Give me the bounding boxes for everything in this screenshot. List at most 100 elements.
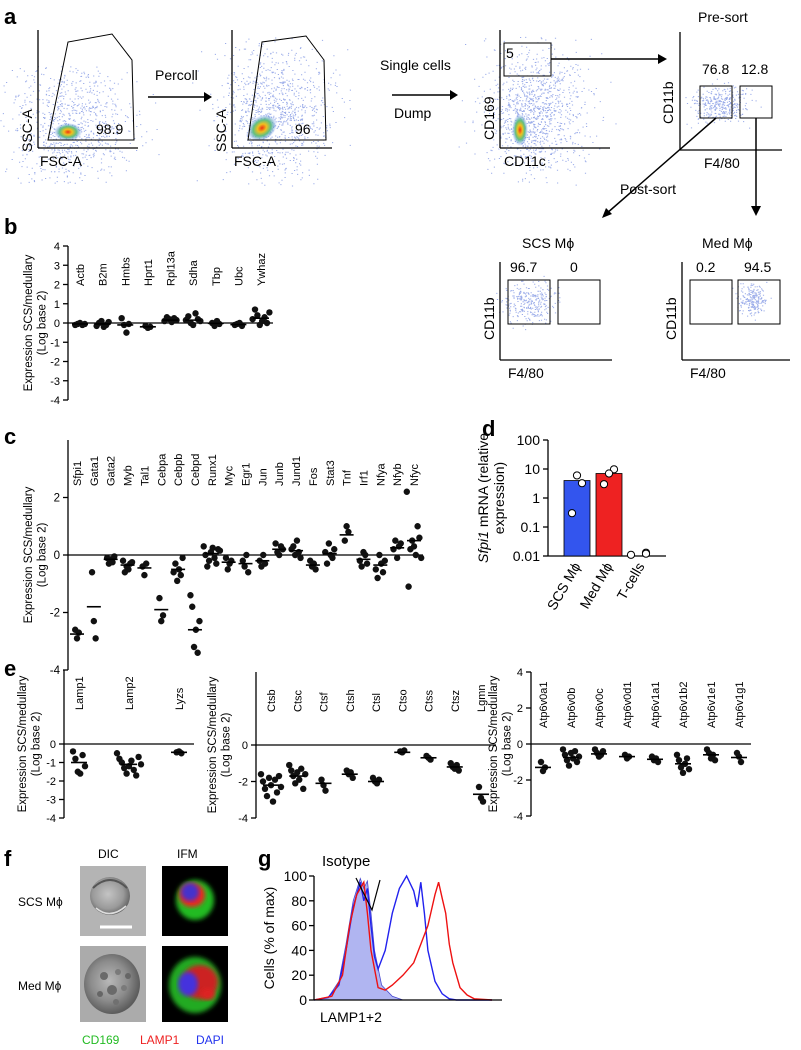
category-label: Gata2 (106, 456, 118, 486)
category-label: Rpl13a (166, 250, 178, 286)
data-point (272, 540, 279, 547)
step-dump: Dump (394, 105, 432, 121)
category-label: Atp6v1b2 (678, 682, 690, 728)
data-point (111, 553, 118, 560)
y-label: CD11b (663, 297, 679, 340)
data-point (626, 550, 636, 559)
data-point (197, 317, 204, 325)
gate-value-right: 12.8 (741, 61, 768, 77)
step-post-sort: Post-sort (620, 181, 676, 197)
data-point (559, 746, 567, 753)
data-point (323, 560, 331, 567)
data-point (567, 509, 577, 518)
y-tick-label: 1 (532, 490, 540, 506)
density-core (247, 114, 277, 142)
category-label: Atp6v0c (594, 688, 606, 728)
y-tick-label: 2 (54, 280, 60, 292)
x-label: F4/80 (508, 365, 544, 381)
data-point (260, 551, 267, 559)
category-label: Sfpi1 (72, 461, 84, 486)
y-label: SSC-A (213, 109, 229, 152)
x-label: FSC-A (234, 153, 277, 169)
data-point (128, 757, 135, 764)
microscopy-panel-f: DIC IFM SCS Mϕ Med Mϕ (18, 847, 228, 1047)
data-point (312, 566, 319, 573)
data-point (204, 563, 211, 570)
data-point (362, 551, 369, 559)
data-point (130, 766, 137, 774)
data-point (414, 523, 421, 530)
data-point (202, 551, 209, 559)
data-point (266, 309, 273, 316)
category-label: Ctso (397, 689, 409, 712)
category-label: Tnf (342, 469, 354, 486)
data-point (573, 758, 581, 766)
panel-label-d: d (482, 416, 495, 441)
category-label: Tal1 (139, 466, 151, 486)
data-point (209, 544, 216, 552)
y-axis-label: Cells (% of max) (261, 887, 277, 990)
data-point (379, 569, 387, 576)
category-label: Ctsz (450, 690, 462, 712)
y-tick-label: -2 (238, 777, 248, 789)
data-point (251, 306, 259, 313)
data-point (196, 617, 203, 625)
y-tick-label: 20 (291, 967, 307, 983)
row-label-med: Med Mϕ (18, 979, 62, 993)
category-label: Tbp (211, 267, 223, 286)
row-label-scs: SCS Mϕ (18, 895, 63, 909)
data-point (174, 577, 181, 585)
data-point (211, 554, 218, 562)
y-tick-label: 2 (54, 493, 60, 505)
data-point (118, 314, 125, 322)
category-label: Lgmn (476, 684, 488, 712)
data-point (261, 785, 269, 792)
data-point (189, 321, 197, 329)
data-point (345, 528, 352, 536)
gate-right (557, 279, 601, 325)
data-point (222, 554, 230, 562)
col-header-ifm: IFM (177, 847, 198, 861)
plot-title: SCS Mϕ (522, 235, 574, 251)
y-axis-label: Expression SCS/medullary (23, 254, 35, 391)
data-point (565, 762, 573, 769)
y-axis-label: (Log base 2) (502, 712, 514, 777)
data-point (205, 557, 213, 564)
data-point (135, 753, 142, 761)
step-percoll: Percoll (155, 67, 198, 83)
arrow-to-scs (605, 117, 717, 215)
data-point (158, 617, 165, 625)
series-area (313, 877, 492, 1001)
y-axis-label: Expression SCS/medullary (207, 676, 219, 813)
data-point (599, 748, 607, 755)
category-label: Sdha (188, 259, 200, 286)
y-axis-label: Expression SCS/medullary (488, 675, 500, 812)
data-point (290, 543, 297, 550)
data-point (213, 560, 220, 567)
category-label: Gata1 (89, 456, 101, 486)
data-point (293, 537, 301, 544)
gate-value: 98.9 (96, 121, 123, 137)
event-dots (685, 78, 762, 129)
y-axis-label: (Log base 2) (37, 523, 49, 588)
arrowhead-icon (204, 92, 212, 102)
data-point (75, 629, 83, 636)
data-point (711, 757, 719, 764)
data-point (273, 789, 281, 796)
data-point (561, 751, 569, 758)
category-label: Myc (224, 465, 236, 486)
y-tick-label: -2 (513, 775, 523, 787)
data-point (372, 566, 379, 573)
data-point (143, 560, 150, 567)
data-point (133, 772, 140, 779)
data-point (683, 755, 691, 762)
y-tick-label: -3 (46, 795, 56, 807)
density-core (54, 123, 82, 141)
data-point (261, 560, 269, 567)
category-label: Atp6v1e1 (706, 682, 718, 728)
image-ifm-med (162, 946, 228, 1022)
arrowhead-icon (602, 208, 612, 218)
